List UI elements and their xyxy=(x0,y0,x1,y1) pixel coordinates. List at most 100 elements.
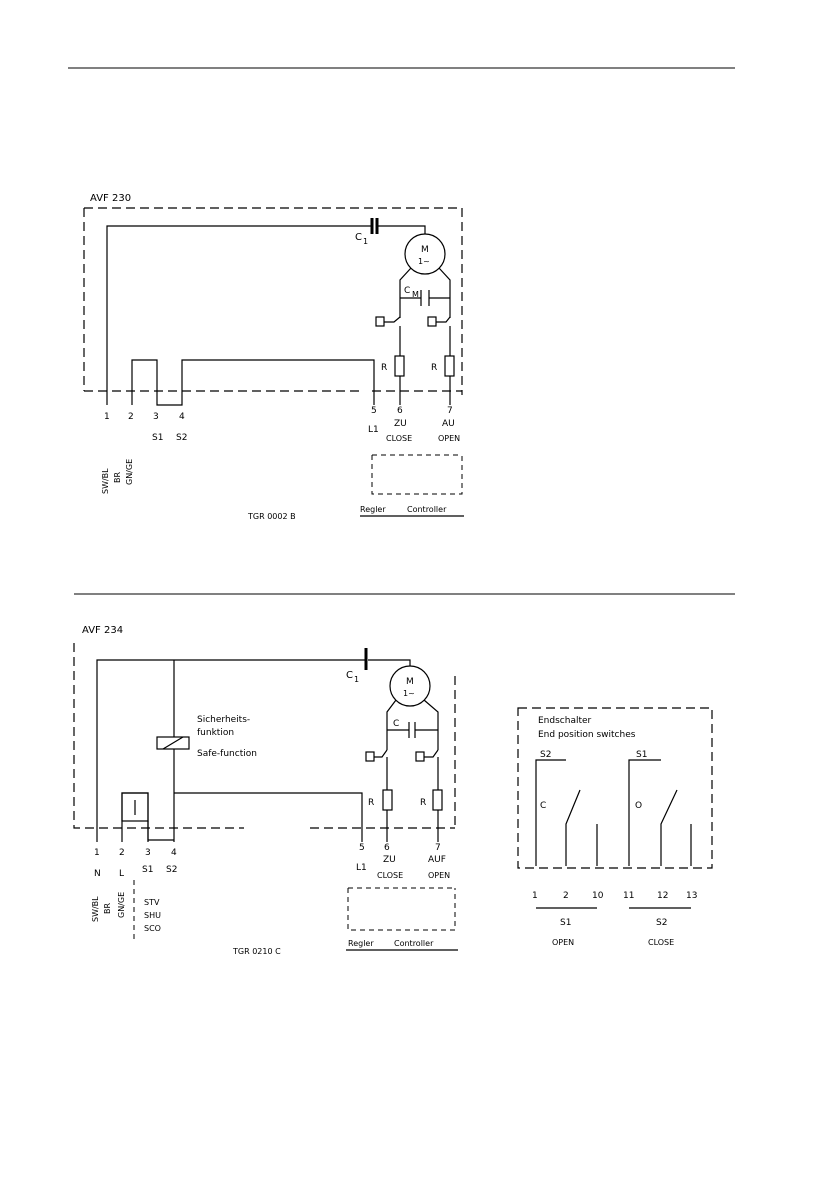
svg-text:S2: S2 xyxy=(656,918,667,928)
capacitor-cm-label: C xyxy=(404,286,410,296)
motor-symbol xyxy=(404,233,446,275)
svg-text:S1: S1 xyxy=(152,433,163,443)
svg-text:L1: L1 xyxy=(356,863,367,873)
limit-switch-close-bottom xyxy=(365,751,375,762)
terminal-4: 4 xyxy=(179,412,185,422)
svg-text:13: 13 xyxy=(686,891,697,901)
svg-text:Endschalter: Endschalter xyxy=(538,716,592,726)
enclosure-outline-bottom xyxy=(73,643,244,829)
svg-text:1: 1 xyxy=(94,848,100,858)
svg-text:C: C xyxy=(393,719,399,729)
limit-switch-open xyxy=(427,316,437,327)
svg-text:1: 1 xyxy=(354,675,359,684)
svg-text:R: R xyxy=(420,798,426,808)
wire-terminal-1-bottom xyxy=(96,659,365,842)
svg-text:R: R xyxy=(381,363,387,373)
limit-switch-close xyxy=(375,316,385,327)
svg-text:S1: S1 xyxy=(142,865,153,875)
svg-text:O: O xyxy=(635,801,642,811)
svg-text:2: 2 xyxy=(119,848,125,858)
svg-text:L1: L1 xyxy=(368,425,379,435)
svg-text:ZU: ZU xyxy=(394,419,407,429)
svg-text:STV: STV xyxy=(144,898,160,907)
svg-text:ZU: ZU xyxy=(383,855,396,865)
svg-text:CLOSE: CLOSE xyxy=(386,434,412,443)
resistor-left xyxy=(394,355,405,377)
svg-text:4: 4 xyxy=(171,848,177,858)
figure-code: TGR 0002 B xyxy=(247,512,296,521)
controller-box xyxy=(371,454,463,495)
svg-text:6: 6 xyxy=(384,843,390,853)
svg-text:M: M xyxy=(406,677,414,687)
svg-text:C: C xyxy=(346,670,353,681)
capacitor-cm-symbol xyxy=(420,290,430,306)
svg-text:Controller: Controller xyxy=(407,505,447,514)
svg-text:CLOSE: CLOSE xyxy=(648,938,674,947)
svg-text:AUF: AUF xyxy=(428,855,446,865)
svg-text:Regler: Regler xyxy=(360,505,386,514)
diagram-avf230: AVF 230 C 1 M 1~ C M R R xyxy=(83,193,464,521)
svg-text:1~: 1~ xyxy=(418,257,430,266)
switch-s1-contact xyxy=(660,789,678,866)
svg-text:R: R xyxy=(368,798,374,808)
svg-text:AU: AU xyxy=(442,419,455,429)
wire-s1-s2-loop xyxy=(131,359,375,406)
svg-text:OPEN: OPEN xyxy=(438,434,460,443)
diagram-avf234: AVF 234 C 1 M 1~ C R R Siche xyxy=(73,625,458,956)
svg-text:S2: S2 xyxy=(166,865,177,875)
svg-text:Controller: Controller xyxy=(394,939,434,948)
svg-text:1~: 1~ xyxy=(403,689,415,698)
capacitor-c1-label: C xyxy=(355,232,362,243)
supply-label-gnge: GN/GE xyxy=(125,459,134,485)
terminal-2: 2 xyxy=(128,412,134,422)
diagram-end-switches: Endschalter End position switches S2 S1 … xyxy=(517,707,713,947)
svg-text:7: 7 xyxy=(435,843,441,853)
svg-text:5: 5 xyxy=(359,843,365,853)
svg-text:BR: BR xyxy=(103,903,112,914)
svg-text:S2: S2 xyxy=(176,433,187,443)
svg-text:1: 1 xyxy=(532,891,538,901)
svg-text:SCO: SCO xyxy=(144,924,161,933)
diagram-avf230-title: AVF 230 xyxy=(90,193,131,204)
resistor-right xyxy=(444,355,455,377)
svg-text:L: L xyxy=(119,869,124,879)
diagram-avf234-title: AVF 234 xyxy=(82,625,123,636)
terminal-7: 7 xyxy=(447,406,453,416)
end-switch-enclosure xyxy=(517,707,713,869)
motor-label: M xyxy=(421,245,429,255)
svg-text:funktion: funktion xyxy=(197,728,234,738)
terminal-1: 1 xyxy=(104,412,110,422)
svg-text:C: C xyxy=(540,801,546,811)
limit-switch-open-bottom xyxy=(415,751,425,762)
svg-text:OPEN: OPEN xyxy=(428,871,450,880)
svg-text:S1: S1 xyxy=(636,750,647,760)
svg-text:N: N xyxy=(94,869,101,879)
svg-text:S1: S1 xyxy=(560,918,571,928)
svg-text:M: M xyxy=(412,290,419,299)
terminal-5: 5 xyxy=(371,406,377,416)
supply-label-sw: SW/BL xyxy=(101,468,110,494)
switch-s2-contact xyxy=(565,789,581,866)
svg-text:SHU: SHU xyxy=(144,911,161,920)
supply-label-br: BR xyxy=(113,472,122,483)
svg-text:3: 3 xyxy=(145,848,151,858)
wire-terminal-1 xyxy=(106,225,372,405)
svg-text:Sicherheits-: Sicherheits- xyxy=(197,715,250,725)
svg-text:1: 1 xyxy=(363,237,368,246)
svg-text:12: 12 xyxy=(657,891,668,901)
safe-function-block xyxy=(121,792,149,822)
motor-symbol-bottom xyxy=(389,665,431,707)
svg-text:OPEN: OPEN xyxy=(552,938,574,947)
relay-coil xyxy=(156,736,190,750)
svg-text:CLOSE: CLOSE xyxy=(377,871,403,880)
terminal-3: 3 xyxy=(153,412,159,422)
svg-text:11: 11 xyxy=(623,891,634,901)
enclosure-outline xyxy=(84,207,463,395)
svg-text:SW/BL: SW/BL xyxy=(91,896,100,922)
svg-text:Regler: Regler xyxy=(348,939,374,948)
controller-box-bottom xyxy=(347,887,456,931)
svg-text:R: R xyxy=(431,363,437,373)
svg-text:TGR 0210 C: TGR 0210 C xyxy=(232,947,281,956)
